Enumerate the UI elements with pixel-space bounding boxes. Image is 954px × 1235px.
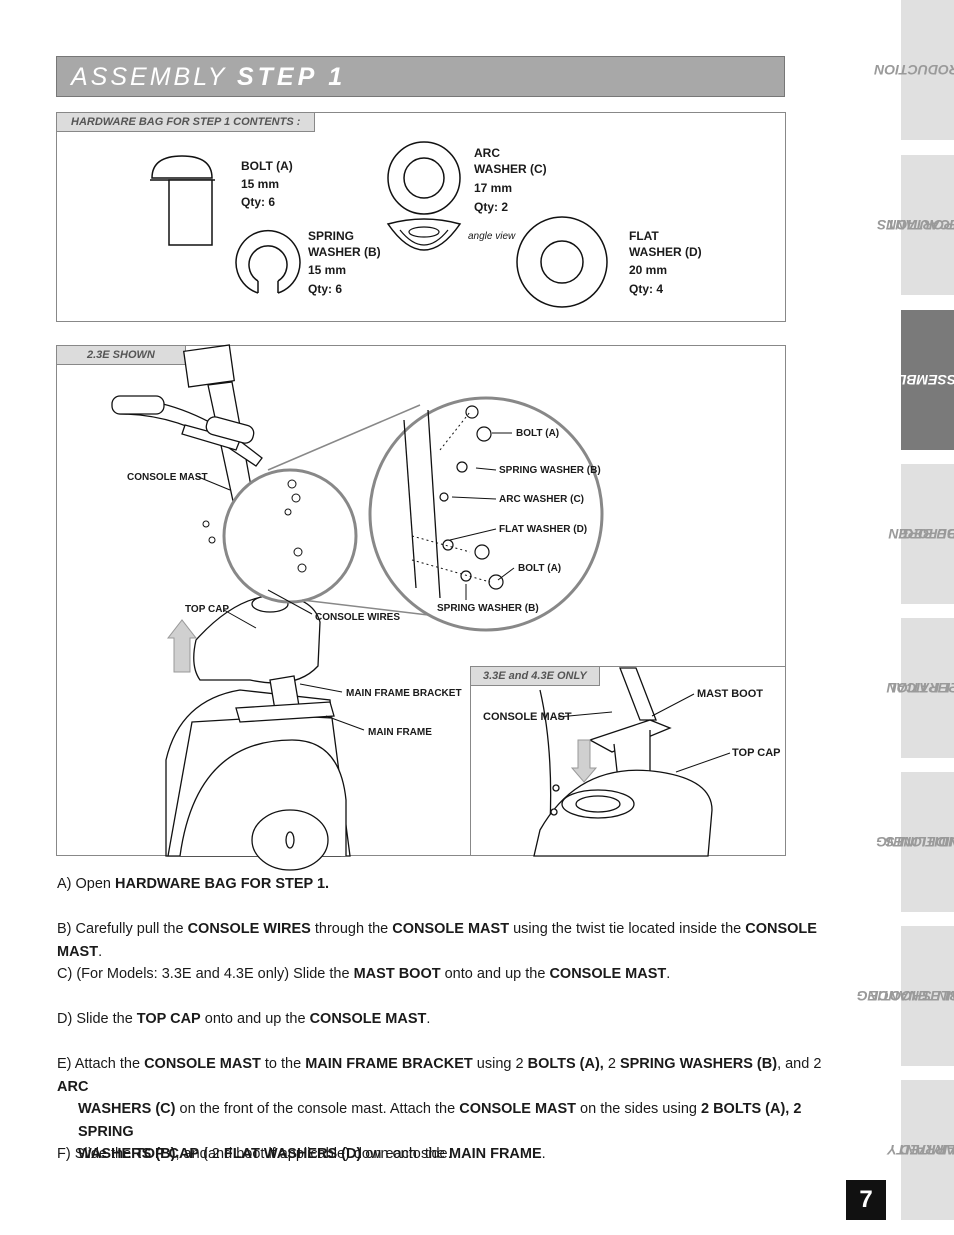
instruction-d: D) Slide the TOP CAP onto and up the CON… <box>57 1011 431 1027</box>
label-main-frame-bracket: MAIN FRAME BRACKET <box>346 688 462 699</box>
angle-view-label: angle view <box>468 231 516 242</box>
label-spring-washer-1: SPRING WASHER (B) <box>499 465 601 476</box>
instruction-e: E) Attach the CONSOLE MAST to the MAIN F… <box>57 1056 822 1162</box>
title-light: ASSEMBLY <box>71 63 228 91</box>
tab-conditioning-guidelines[interactable]: CONDITIONINGGUIDELINES <box>876 772 954 912</box>
spring-washer-illustration <box>235 229 301 294</box>
diagram-tag: 2.3E SHOWN <box>57 346 186 365</box>
bolt-a-illustration <box>150 155 215 246</box>
detail-mast <box>403 409 441 599</box>
hardware-tag: HARDWARE BAG FOR STEP 1 CONTENTS : <box>57 113 316 132</box>
instruction-a: A) Open HARDWARE BAG FOR STEP 1. <box>57 876 330 892</box>
label-arc-washer: ARC WASHER (C) <box>499 494 584 505</box>
assembly-diagram <box>111 344 604 871</box>
tab-important-precautions[interactable]: IMPORTANTPRECAUTIONS <box>877 155 954 295</box>
arc-washer-illustration <box>386 141 462 251</box>
title-bold: STEP 1 <box>236 63 347 91</box>
tab-before-you-begin[interactable]: BEFOREYOU BEGIN <box>888 464 954 604</box>
page-header-banner: ASSEMBLY STEP 1 <box>56 56 785 97</box>
label-spring-washer-2: SPRING WASHER (B) <box>437 603 539 614</box>
inset-label-top-cap: TOP CAP <box>732 747 781 759</box>
tab-limited-warranty[interactable]: LIMITEDWARRANTY <box>887 1080 954 1220</box>
tab-troubleshooting-maintenance[interactable]: TROUBLESHOOTING& MAINTENANCE <box>856 926 954 1066</box>
inset-label-console-mast: CONSOLE MAST <box>483 711 572 723</box>
detail-hardware <box>439 405 504 590</box>
tab-introduction[interactable]: INTRODUCTION <box>874 0 954 140</box>
label-console-wires: CONSOLE WIRES <box>315 612 401 623</box>
label-flat-washer: FLAT WASHER (D) <box>499 524 588 535</box>
label-bolt-a-2: BOLT (A) <box>518 563 562 574</box>
page-title: ASSEMBLY STEP 1 <box>71 63 346 92</box>
inset-drawing <box>533 667 731 857</box>
instruction-b: B) Carefully pull the CONSOLE WIRES thro… <box>57 921 817 960</box>
instruction-f: F) Slide the TOP CAP (and boot if applic… <box>57 1146 546 1162</box>
detail-circle-large <box>368 396 604 632</box>
inset-label-mast-boot: MAST BOOT <box>697 688 763 700</box>
label-main-frame: MAIN FRAME <box>368 727 432 738</box>
page-number: 7 <box>846 1180 886 1220</box>
tab-elliptical-operation[interactable]: ELLIPTICALOPERATION <box>886 618 954 758</box>
instruction-c: C) (For Models: 3.3E and 4.3E only) Slid… <box>57 966 671 982</box>
label-bolt-a-1: BOLT (A) <box>516 428 560 439</box>
label-console-mast: CONSOLE MAST <box>127 472 208 483</box>
tab-assembly[interactable]: ASSEMBLY <box>889 310 954 450</box>
flat-washer-illustration <box>516 216 608 308</box>
label-top-cap: TOP CAP <box>185 604 230 615</box>
inset-tag: 3.3E and 4.3E ONLY <box>471 667 600 686</box>
main-frame-drawing <box>165 675 351 871</box>
hardware-illustrations <box>150 141 608 308</box>
